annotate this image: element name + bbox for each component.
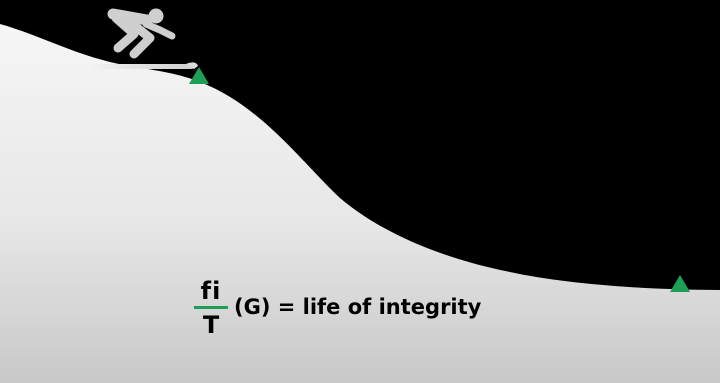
start-marker-icon	[189, 67, 209, 84]
formula: fi T (G) = life of integrity	[194, 278, 481, 338]
skis	[90, 62, 198, 69]
fraction-bar	[194, 306, 228, 309]
fraction-denominator: T	[202, 311, 220, 339]
end-marker-icon	[670, 275, 690, 292]
ski-slope	[0, 24, 720, 383]
fraction: fi T	[194, 278, 228, 338]
formula-result-text: (G) = life of integrity	[234, 295, 482, 319]
fraction-numerator: fi	[200, 277, 222, 305]
skier-icon	[107, 8, 176, 59]
